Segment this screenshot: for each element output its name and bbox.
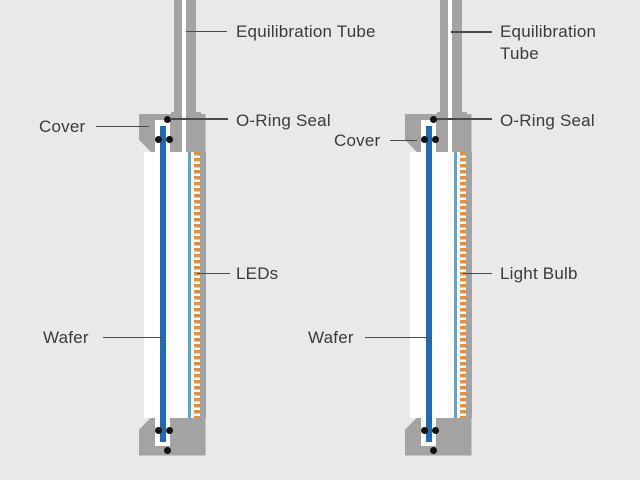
o-ring-top-icon [163, 115, 171, 123]
leader-equilibration-tube [186, 30, 227, 33]
cover [139, 114, 206, 152]
base [139, 417, 206, 456]
o-ring-base-left-icon [155, 427, 162, 434]
leader-leds [197, 272, 230, 274]
label-wafer: Wafer [43, 328, 89, 347]
o-ring-bottom-icon [429, 446, 437, 454]
vessel-body [410, 152, 466, 418]
o-ring-base-left-icon [421, 427, 428, 434]
leader-oring-seal [436, 118, 492, 120]
o-ring-cover-left-icon [421, 136, 428, 143]
label-cover: Cover [39, 117, 86, 136]
vessel-right-wall [465, 152, 472, 418]
label-wafer: Wafer [308, 328, 354, 347]
leader-oring-seal [170, 118, 228, 120]
cover [405, 114, 472, 152]
o-ring-cover-right-icon [166, 136, 173, 143]
leader-equilibration-tube [451, 31, 492, 33]
tube-bore [448, 0, 452, 152]
label-equilibration-tube: Equilibration Tube [236, 22, 376, 41]
tube-bore [182, 0, 186, 152]
o-ring-cover-left-icon [155, 136, 162, 143]
o-ring-bottom-icon [163, 446, 171, 454]
leader-wafer [365, 336, 429, 339]
glass-sleeve [454, 152, 457, 418]
leader-cover [390, 139, 417, 142]
vessel-body [144, 152, 200, 418]
label-equilibration-tube: Equilibration Tube [500, 22, 597, 63]
label-oring-seal: O-Ring Seal [236, 111, 331, 130]
label-light-source: LEDs [236, 264, 279, 283]
led-strip [194, 152, 200, 418]
label-oring-seal: O-Ring Seal [500, 111, 595, 130]
wafer [159, 126, 166, 442]
leader-cover [96, 125, 149, 128]
label-light-source: Light Bulb [500, 264, 578, 283]
o-ring-top-icon [429, 115, 437, 123]
base [405, 417, 472, 456]
o-ring-base-right-icon [432, 427, 439, 434]
o-ring-base-right-icon [166, 427, 173, 434]
wafer [425, 126, 432, 442]
o-ring-cover-right-icon [432, 136, 439, 143]
glass-sleeve [188, 152, 191, 418]
vessel-right-wall [199, 152, 206, 418]
label-cover: Cover [334, 131, 381, 150]
leader-wafer [103, 336, 162, 339]
light-bulb-strip [460, 152, 466, 418]
leader-light-bulb [463, 272, 492, 274]
